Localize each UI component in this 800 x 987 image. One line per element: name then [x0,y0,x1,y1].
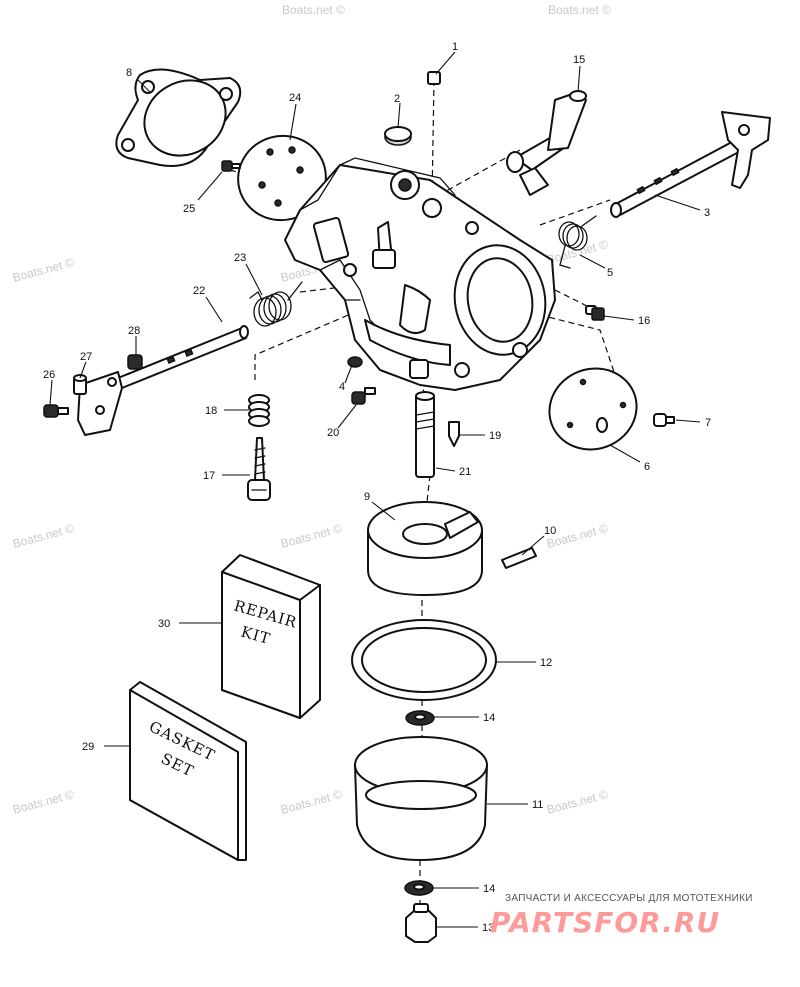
callout-18: 18 [205,405,217,417]
float-needle [448,421,460,447]
watermark: Boats.net © [548,3,611,17]
callout-15: 15 [573,54,585,66]
screw-20 [351,387,376,405]
watermark: Boats.net © [279,787,344,817]
main-jet-tube [415,391,435,478]
flange-gasket [115,68,242,167]
screw-25 [221,160,241,172]
choke-shaft [77,325,249,436]
bowl-nut-13 [405,903,437,943]
screw-16 [585,305,605,321]
diaphragm-plate [237,134,327,222]
carburetor-body [284,157,556,391]
callout-9: 9 [364,491,370,503]
screw-7 [653,413,675,427]
choke-spring [249,281,303,327]
throttle-shaft [610,111,771,218]
callout-27: 27 [80,351,92,363]
screw-26 [43,404,69,418]
float [367,501,483,596]
callout-5: 5 [607,267,613,279]
callout-24: 24 [289,92,301,104]
idle-spring [248,394,270,427]
nut-28 [127,354,143,370]
washer-14-upper [405,710,435,726]
fuel-inlet-fitting [506,90,587,196]
callout-10: 10 [544,525,556,537]
callout-19: 19 [489,430,501,442]
idle-needle-screw [247,437,271,501]
watermark: Boats.net © [11,521,76,551]
callout-2: 2 [394,93,400,105]
watermark: Boats.net © [545,787,610,817]
callout-4: 4 [339,381,345,393]
callout-13: 13 [482,922,494,934]
callout-14-upper: 14 [483,712,495,724]
callout-16: 16 [638,315,650,327]
callout-20: 20 [327,427,339,439]
watermark: Boats.net © [11,787,76,817]
callout-6: 6 [644,461,650,473]
callout-21: 21 [459,466,471,478]
callout-1: 1 [452,41,458,53]
nut-4 [347,356,363,368]
callout-25: 25 [183,203,195,215]
callout-14-lower: 14 [483,883,495,895]
callout-8: 8 [126,67,132,79]
callout-12: 12 [540,657,552,669]
watermark: Boats.net © [279,521,344,551]
float-bowl [354,736,488,861]
callout-22: 22 [193,285,205,297]
watermark: Boats.net © [282,3,345,17]
callout-23: 23 [234,252,246,264]
callout-26: 26 [43,369,55,381]
throttle-plate [548,367,638,451]
callout-17: 17 [203,470,215,482]
watermark: Boats.net © [11,255,76,285]
callout-11: 11 [532,799,543,811]
washer-14-lower [404,880,434,896]
float-pin [501,547,537,569]
plug-1 [427,71,441,85]
gasket-set-box: GASKET SET [129,681,247,861]
repair-kit-box: REPAIR KIT [221,554,321,719]
welch-plug-2 [384,126,412,146]
callout-28: 28 [128,325,140,337]
callout-3: 3 [704,207,710,219]
callout-labels: 1 2 3 4 5 6 7 8 9 10 11 12 13 14 14 15 1… [43,41,711,934]
leader-lines [49,51,701,928]
throttle-spring [558,215,597,269]
brand-caption: ЗАПЧАСТИ И АКСЕССУАРЫ ДЛЯ МОТОТЕХНИКИ [505,893,753,904]
callout-30: 30 [158,618,170,630]
callout-29: 29 [82,741,94,753]
callout-7: 7 [705,417,711,429]
bowl-gasket-ring [351,619,497,701]
brand-logo: PARTSFOR.RU [490,906,721,939]
